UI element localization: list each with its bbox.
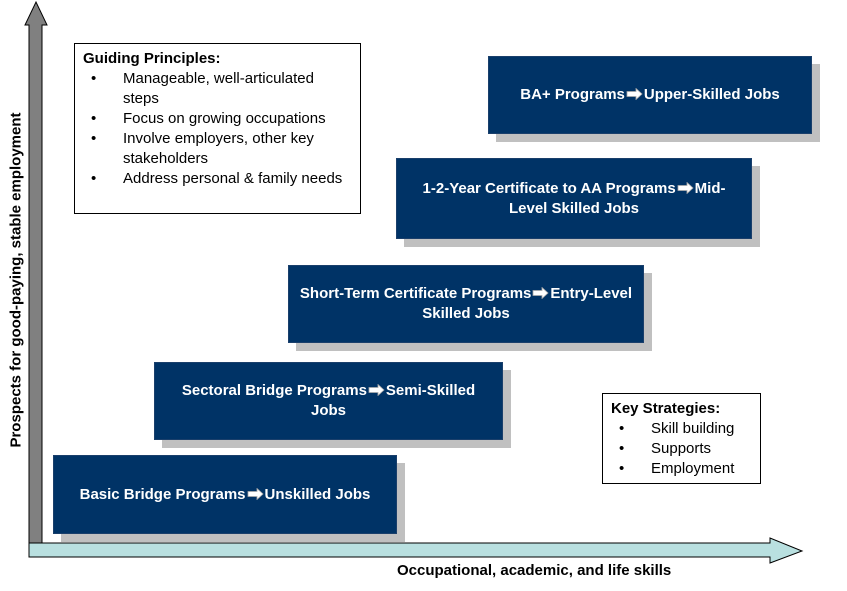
step-program: Sectoral Bridge Programs — [181, 382, 367, 399]
principle-item: Address personal & family needs — [83, 169, 352, 189]
step-box: Basic Bridge Programs Unskilled Jobs — [53, 455, 397, 534]
right-arrow-icon — [677, 180, 694, 194]
key-strategies-box: Key Strategies: Skill building Supports … — [602, 393, 761, 484]
step-jobs: Unskilled Jobs — [264, 485, 371, 503]
step-program: BA+ Programs — [520, 86, 625, 103]
principle-item: Involve employers, other key stakeholder… — [83, 129, 352, 169]
y-axis-arrow — [24, 0, 48, 544]
y-axis-label: Prospects for good-paying, stable employ… — [7, 112, 25, 448]
step-box: BA+ Programs Upper-Skilled Jobs — [488, 56, 812, 134]
strategy-item: Supports — [611, 439, 752, 459]
guiding-principles-box: Guiding Principles: Manageable, well-art… — [74, 43, 361, 214]
key-strategies-title: Key Strategies: — [611, 400, 721, 417]
strategy-item: Skill building — [611, 419, 752, 439]
strategy-item: Employment — [611, 459, 752, 479]
step-jobs: Semi-Skilled Jobs — [310, 382, 476, 419]
x-axis-label: Occupational, academic, and life skills — [397, 562, 672, 579]
x-axis-arrow — [28, 537, 804, 564]
right-arrow-icon — [368, 382, 385, 397]
principle-item: Manageable, well-articulated steps — [83, 69, 352, 109]
step-program: Short-Term Certificate Programs — [299, 285, 532, 302]
right-arrow-icon — [532, 285, 549, 300]
step-jobs: Entry-Level Skilled Jobs — [422, 285, 633, 322]
guiding-principles-title: Guiding Principles: — [83, 50, 221, 67]
step-jobs: Mid-Level Skilled Jobs — [508, 179, 726, 217]
step-program: 1-2-Year Certificate to AA Programs — [422, 179, 676, 197]
principle-item: Focus on growing occupations — [83, 109, 352, 129]
step-program: Basic Bridge Programs — [79, 485, 246, 503]
step-jobs: Upper-Skilled Jobs — [643, 86, 780, 103]
right-arrow-icon — [247, 486, 264, 500]
right-arrow-icon — [626, 86, 643, 101]
